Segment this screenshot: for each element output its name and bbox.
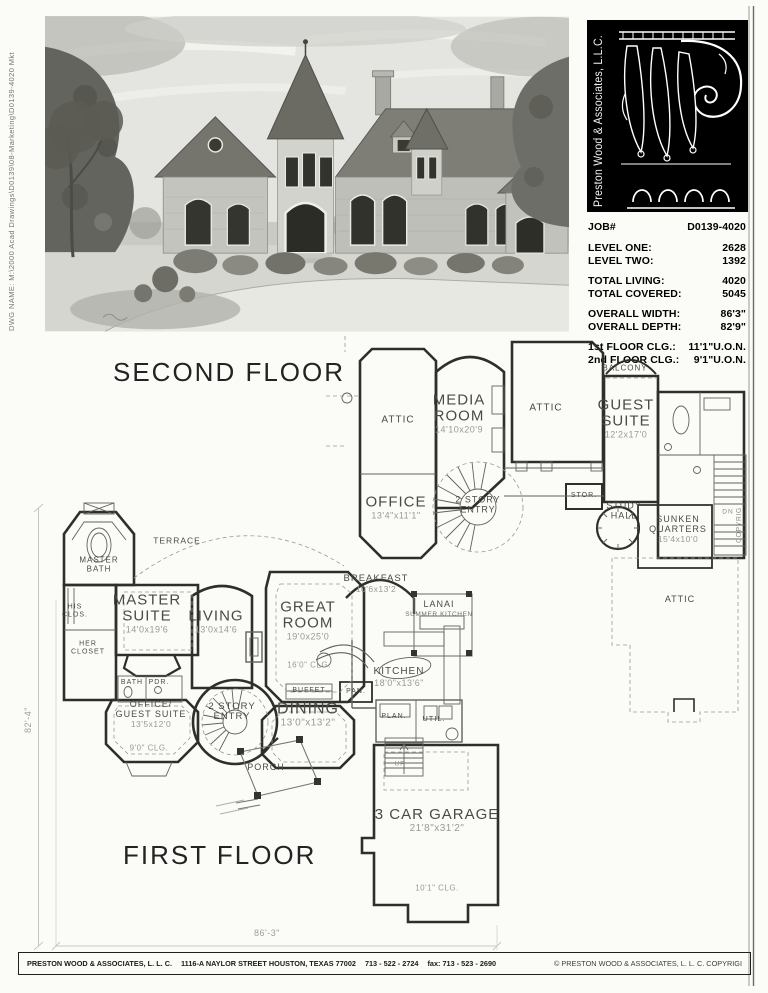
room-label-entry-1f: 2 STORY ENTRY [208, 700, 256, 722]
footer-phone: 713 - 522 - 2724 [364, 959, 419, 968]
footer-copyright: © PRESTON WOOD & ASSOCIATES, L. L. C. CO… [554, 959, 742, 968]
room-label-buffet: BUFFET [292, 687, 326, 695]
first-floor-title: FIRST FLOOR [123, 840, 317, 870]
overall-depth-dimension: 82'-4" [23, 707, 33, 733]
stair-label-up: UP [394, 760, 406, 768]
logo-block: Preston Wood & Associates, L.L.C. [587, 20, 748, 212]
second-floor-plan [326, 336, 747, 723]
room-label-bath: BATH [120, 679, 144, 687]
copyright-edge-text: COPYRIG [736, 507, 743, 543]
room-label-porch: PORCH [247, 762, 285, 773]
room-label-entry-2f: 2 STORY ENTRY [455, 494, 501, 514]
job-info-table: JOB# D0139-4020 LEVEL ONE:2628 LEVEL TWO… [588, 221, 746, 367]
total-covered-row: TOTAL COVERED:5045 [588, 288, 746, 300]
job-label: JOB# [588, 221, 616, 233]
garage-ceiling-note: 10'1" CLG. [415, 883, 459, 893]
dwg-name-sidebar: DWG NAME: M:\2000 Acad Drawings\D0139\08… [7, 51, 16, 331]
room-label-plan-desk: PLAN. [381, 713, 407, 721]
logo-company-name: Preston Wood & Associates, L.L.C. [593, 35, 605, 207]
room-label-powder: PDR. [148, 679, 170, 687]
corinthian-capital-logo: Preston Wood & Associates, L.L.C. [587, 20, 748, 212]
room-label-her-closet: HER CLOSET [71, 640, 106, 655]
house-illustration-drawing [45, 16, 569, 332]
room-label-his-closet: HIS CLOS. [61, 603, 88, 618]
room-label-pantry: PAN. [346, 688, 366, 696]
overall-depth-row: OVERALL DEPTH:82'9" [588, 321, 746, 333]
overall-width-dimension: 86'-3" [254, 928, 280, 938]
first-floor-clg-row: 1st FLOOR CLG.:11'1"U.O.N. [588, 341, 746, 353]
footer-address: 1116-A NAYLOR STREET HOUSTON, TEXAS 7700… [181, 959, 356, 968]
dimension-lines [33, 503, 502, 951]
level-one-row: LEVEL ONE:2628 [588, 242, 746, 254]
page-borders [748, 6, 755, 986]
house-illustration [45, 16, 569, 332]
room-label-study-hall: STUDY HALL [606, 500, 642, 520]
office-guest-ceiling-note: 9'0" CLG. [129, 743, 169, 753]
footer-bar: PRESTON WOOD & ASSOCIATES, L. L. C. 1116… [18, 952, 751, 975]
job-number-row: JOB# D0139-4020 [588, 221, 746, 234]
great-room-ceiling-note: 16'0" CLG. [287, 660, 331, 670]
room-label-attic-garage: ATTIC [664, 594, 696, 605]
level-two-row: LEVEL TWO:1392 [588, 255, 746, 267]
footer-company: PRESTON WOOD & ASSOCIATES, L. L. C. [27, 959, 173, 968]
room-label-attic-left: ATTIC [381, 414, 415, 426]
room-label-master-bath: MASTER BATH [79, 555, 119, 573]
room-label-attic-center: ATTIC [529, 402, 563, 414]
room-label-balcony: BALCONY [602, 363, 648, 373]
total-living-row: TOTAL LIVING:4020 [588, 275, 746, 287]
room-label-stor: STOR. [570, 492, 598, 500]
second-floor-title: SECOND FLOOR [113, 357, 346, 387]
footer-fax: fax: 713 - 523 - 2690 [427, 959, 497, 968]
job-number: D0139-4020 [687, 221, 746, 233]
room-label-terrace: TERRACE [153, 535, 201, 546]
first-floor-plan [62, 502, 500, 924]
stair-label-dn: DN [722, 508, 734, 516]
room-label-utility: UTIL. [422, 713, 446, 723]
overall-width-row: OVERALL WIDTH:86'3" [588, 308, 746, 320]
